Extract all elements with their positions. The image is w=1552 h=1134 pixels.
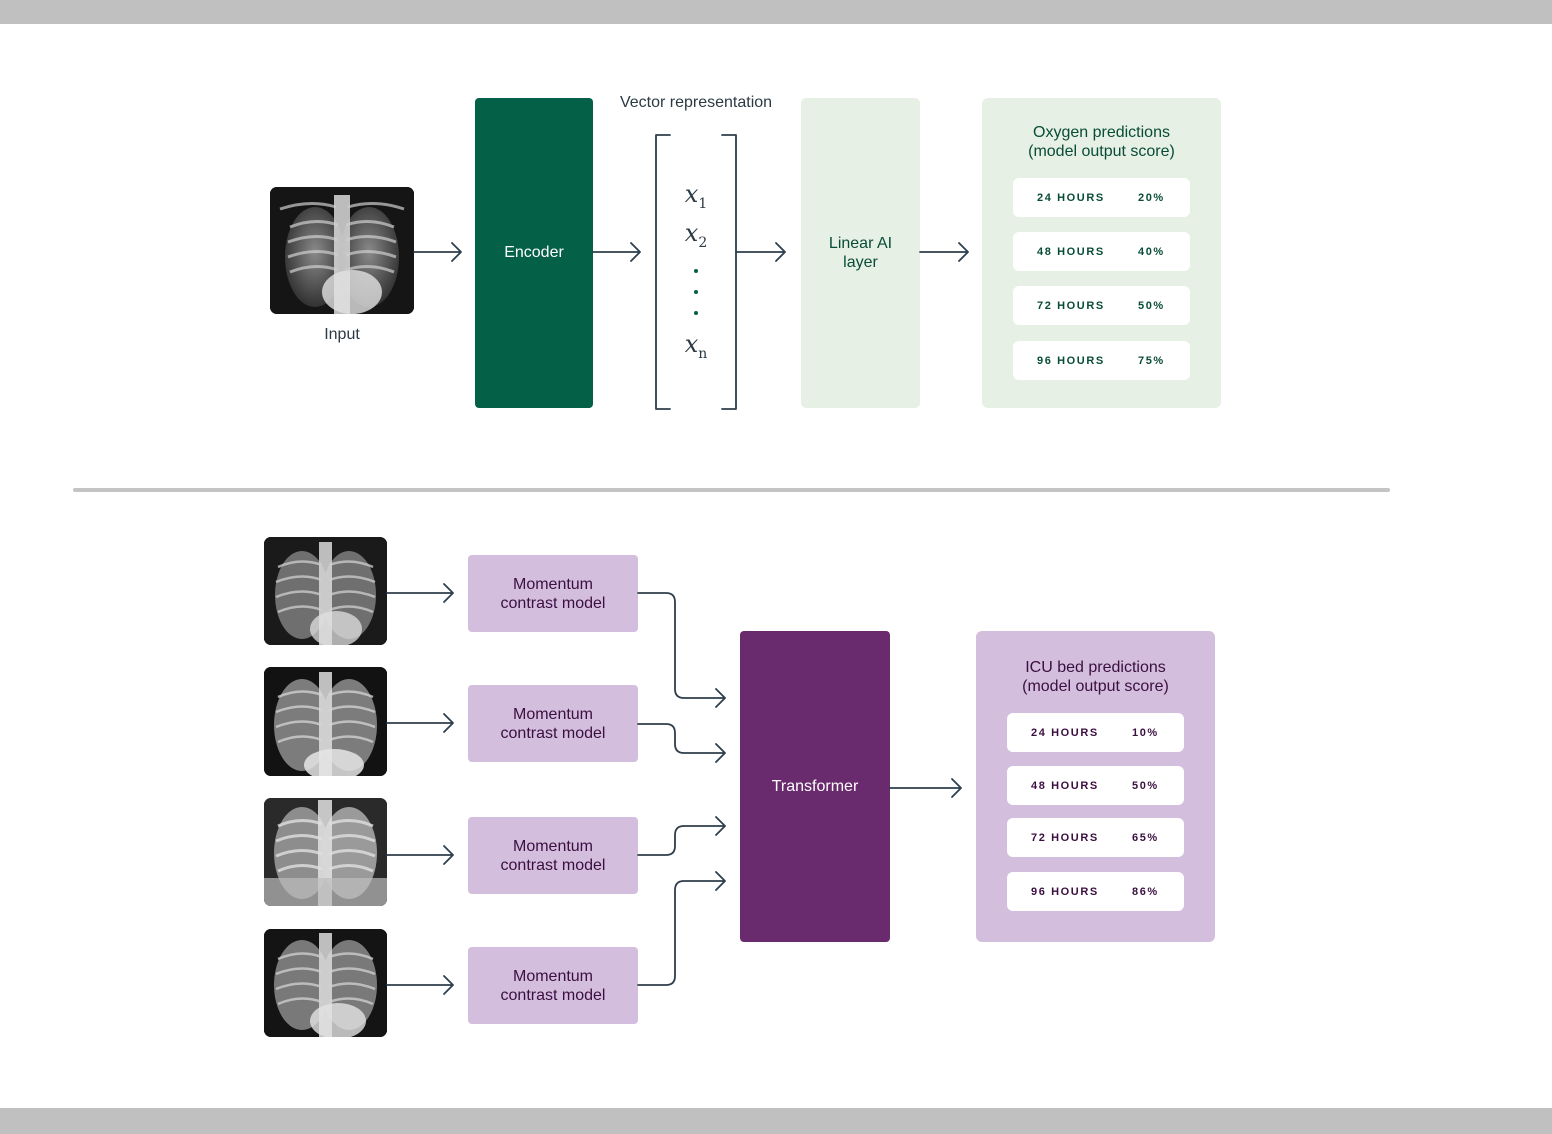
- input-label: Input: [324, 326, 360, 343]
- icu-row-96h: 96 HOURS 86%: [1007, 872, 1184, 911]
- vector-xn: xn: [684, 330, 708, 362]
- oxygen-row-percent: 20%: [1138, 191, 1165, 204]
- top-bar: [0, 0, 1552, 24]
- icu-bed-predictions-panel: ICU bed predictions (model output score)…: [976, 631, 1215, 942]
- momentum-label-line2: contrast model: [500, 986, 606, 1004]
- momentum-contrast-model-4: Momentum contrast model: [468, 947, 638, 1024]
- vector-x2: x2: [684, 219, 708, 251]
- icu-row-hours: 96 HOURS: [1031, 885, 1099, 898]
- arrow-momentum2-to-transformer: [637, 723, 726, 763]
- encoder-label: Encoder: [504, 244, 564, 261]
- arrow-momentum1-to-transformer: [637, 592, 726, 708]
- icu-row-72h: 72 HOURS 65%: [1007, 818, 1184, 857]
- vector-ellipsis-dot: [694, 311, 698, 315]
- oxygen-row-hours: 72 HOURS: [1037, 299, 1105, 312]
- oxygen-row-24h: 24 HOURS 20%: [1013, 178, 1190, 217]
- input-xray-image: [270, 187, 414, 314]
- oxygen-row-48h: 48 HOURS 40%: [1013, 232, 1190, 271]
- arrow-momentum4-to-transformer: [637, 871, 726, 986]
- oxygen-row-hours: 96 HOURS: [1037, 354, 1105, 367]
- oxygen-row-percent: 40%: [1138, 245, 1165, 258]
- icu-row-hours: 72 HOURS: [1031, 831, 1099, 844]
- oxygen-row-hours: 24 HOURS: [1037, 191, 1105, 204]
- oxygen-row-hours: 48 HOURS: [1037, 245, 1105, 258]
- momentum-label-line1: Momentum: [512, 967, 594, 985]
- icu-row-percent: 10%: [1132, 726, 1159, 739]
- arrow-xray4-to-momentum4: [386, 975, 454, 995]
- transformer-block: Transformer: [740, 631, 890, 942]
- vector-bracket-left: [655, 134, 671, 410]
- xray-image-4: [264, 929, 387, 1037]
- icu-row-percent: 50%: [1132, 779, 1159, 792]
- icu-row-24h: 24 HOURS 10%: [1007, 713, 1184, 752]
- arrow-input-to-encoder: [413, 242, 462, 262]
- icu-title-line2: (model output score): [1022, 678, 1169, 695]
- vector-x1: x1: [684, 180, 708, 212]
- xray-image-2: [264, 667, 387, 776]
- bottom-bar: [0, 1108, 1552, 1134]
- icu-title-line1: ICU bed predictions: [1025, 659, 1166, 676]
- section-divider: [73, 488, 1390, 492]
- arrow-encoder-to-vector: [592, 242, 641, 262]
- icu-row-48h: 48 HOURS 50%: [1007, 766, 1184, 805]
- arrow-xray3-to-momentum3: [386, 845, 454, 865]
- icu-row-hours: 48 HOURS: [1031, 779, 1099, 792]
- oxygen-row-96h: 96 HOURS 75%: [1013, 341, 1190, 380]
- icu-row-hours: 24 HOURS: [1031, 726, 1099, 739]
- oxygen-title-line1: Oxygen predictions: [1033, 124, 1170, 141]
- momentum-contrast-model-3: Momentum contrast model: [468, 817, 638, 894]
- arrow-xray1-to-momentum1: [386, 583, 454, 603]
- linear-ai-layer-label: Linear AI layer: [828, 235, 893, 271]
- encoder-block: Encoder: [475, 98, 593, 408]
- vector-title: Vector representation: [619, 94, 773, 111]
- arrow-linear-to-oxygen: [919, 242, 969, 262]
- icu-row-percent: 65%: [1132, 831, 1159, 844]
- arrow-momentum3-to-transformer: [637, 816, 726, 856]
- oxygen-title-line2: (model output score): [1028, 143, 1175, 160]
- momentum-contrast-model-2: Momentum contrast model: [468, 685, 638, 762]
- vector-ellipsis-dot: [694, 290, 698, 294]
- icu-row-percent: 86%: [1132, 885, 1159, 898]
- momentum-label-line2: contrast model: [500, 856, 606, 874]
- xray-image-3: [264, 798, 387, 906]
- momentum-label-line1: Momentum: [512, 575, 594, 593]
- arrow-vector-to-linear: [735, 242, 786, 262]
- momentum-label-line2: contrast model: [500, 594, 606, 612]
- xray-image-1: [264, 537, 387, 645]
- transformer-label: Transformer: [771, 777, 859, 795]
- momentum-label-line1: Momentum: [512, 705, 594, 723]
- arrow-transformer-to-icu: [889, 778, 962, 798]
- oxygen-row-72h: 72 HOURS 50%: [1013, 286, 1190, 325]
- linear-ai-layer-block: Linear AI layer: [801, 98, 920, 408]
- vector-ellipsis-dot: [694, 269, 698, 273]
- momentum-label-line2: contrast model: [500, 724, 606, 742]
- oxygen-row-percent: 50%: [1138, 299, 1165, 312]
- momentum-contrast-model-1: Momentum contrast model: [468, 555, 638, 632]
- momentum-label-line1: Momentum: [512, 837, 594, 855]
- arrow-xray2-to-momentum2: [386, 713, 454, 733]
- oxygen-row-percent: 75%: [1138, 354, 1165, 367]
- vector-bracket-right: [721, 134, 737, 410]
- oxygen-predictions-panel: Oxygen predictions (model output score) …: [982, 98, 1221, 408]
